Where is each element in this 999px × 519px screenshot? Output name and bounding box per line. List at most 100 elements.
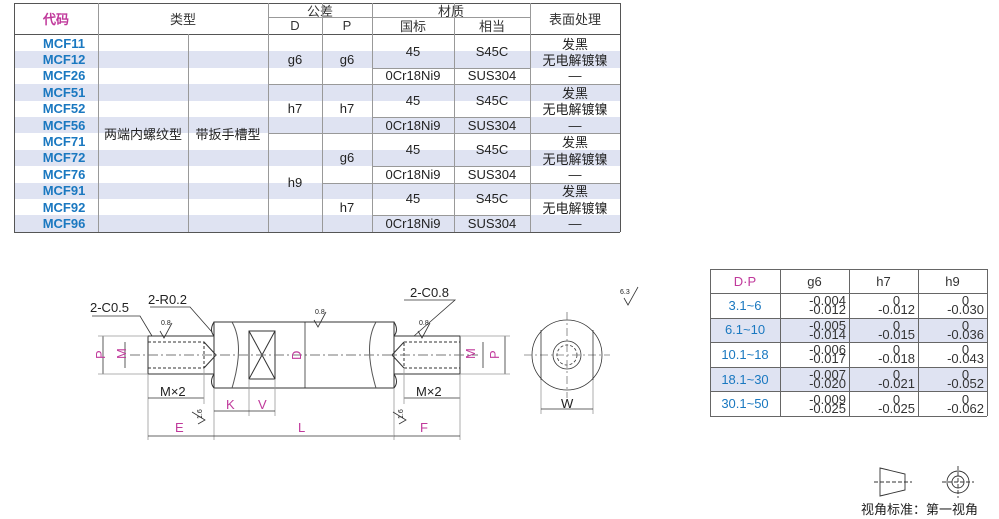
tolerance-upper: 0 — [961, 367, 970, 383]
header-tol-d: D — [290, 18, 300, 33]
material-eq-cell: S45C — [475, 191, 509, 207]
row-stripe — [14, 215, 620, 232]
surface-cell: 无电解镀镍 — [542, 102, 608, 118]
surface-cell: — — [568, 117, 582, 133]
table-rule — [620, 3, 621, 232]
code-cell: MCF11 — [43, 35, 85, 51]
roughness-label: 0.8 — [161, 320, 171, 327]
code-cell: MCF92 — [42, 199, 86, 215]
chamfer-right-label: 2-C0.8 — [410, 285, 449, 300]
tolerance-lower: -0.014 — [809, 326, 846, 342]
dp-range-cell: 10.1~18 — [721, 346, 769, 362]
header-material-eq: 相当 — [478, 19, 505, 34]
tolerance-lower: -0.025 — [878, 400, 915, 416]
tolerance-upper: -0.009 — [809, 391, 846, 407]
table-rule — [710, 416, 987, 417]
roughness-label: 6.3 — [620, 289, 630, 296]
tolerance-lower: -0.025 — [809, 400, 846, 416]
dim-p-right: P — [487, 350, 502, 359]
tolerance-lower: -0.017 — [809, 351, 846, 367]
table-rule — [780, 269, 781, 416]
tolerance-lower: -0.012 — [878, 302, 915, 318]
table-rule — [372, 166, 530, 168]
material-eq-cell: S45C — [475, 142, 509, 158]
dim-f: F — [420, 420, 428, 435]
tolerance-upper: 0 — [892, 367, 901, 383]
dim-w: W — [561, 396, 574, 411]
dp-range-cell: 30.1~50 — [721, 396, 769, 412]
table-rule — [530, 3, 531, 232]
view-standard-note: 视角标准：第一视角 — [861, 502, 979, 517]
dp-tolerance-cell: 0-0.043 — [918, 342, 987, 367]
surface-cell: — — [568, 68, 582, 84]
dim-l: L — [298, 420, 305, 435]
table-rule — [322, 182, 620, 184]
type-cell: 带扳手槽型 — [195, 126, 261, 142]
tol-d-cell: h7 — [287, 101, 303, 117]
tol-p-cell: h7 — [339, 101, 355, 117]
type-cell: 两端内螺纹型 — [103, 126, 182, 142]
dp-tolerance-cell: 0-0.021 — [849, 367, 918, 392]
table-rule — [14, 3, 15, 232]
table-rule — [322, 3, 323, 232]
table-rule — [710, 342, 987, 344]
dp-tolerance-cell: 0-0.052 — [918, 367, 987, 392]
dp-range-cell: 6.1~10 — [724, 322, 766, 338]
table-rule — [710, 269, 987, 270]
tolerance-upper: 0 — [961, 293, 970, 309]
dp-tolerance-cell: 0-0.012 — [849, 293, 918, 318]
code-cell: MCF71 — [42, 134, 86, 150]
surface-cell: — — [568, 216, 582, 232]
projection-symbol-icon — [874, 466, 974, 498]
dim-d: D — [289, 351, 304, 360]
material-gb-cell: 0Cr18Ni9 — [385, 166, 441, 182]
dim-e: E — [175, 420, 184, 435]
tol-p-cell: g6 — [339, 52, 355, 68]
tolerance-lower: -0.043 — [947, 351, 984, 367]
dp-column-header: g6 — [807, 273, 822, 289]
dim-k: K — [226, 397, 235, 412]
code-cell: MCF56 — [42, 117, 86, 133]
table-rule — [372, 17, 530, 18]
code-cell: MCF96 — [42, 216, 86, 232]
dp-tolerance-cell: 0-0.036 — [918, 318, 987, 343]
tolerance-lower: -0.062 — [947, 400, 984, 416]
table-rule — [268, 3, 269, 232]
dp-tolerance-cell: -0.005-0.014 — [780, 318, 849, 343]
header-surface: 表面处理 — [548, 12, 601, 27]
material-eq-cell: SUS304 — [467, 68, 517, 84]
surface-cell: — — [568, 166, 582, 182]
roughness-label: 0.8 — [315, 309, 325, 316]
material-gb-cell: 45 — [405, 142, 421, 158]
surface-cell: 发黑 — [561, 184, 588, 200]
code-cell: MCF91 — [42, 183, 86, 199]
tolerance-upper: -0.006 — [809, 342, 846, 358]
tolerance-upper: 0 — [892, 293, 901, 309]
dp-tolerance-cell: -0.006-0.017 — [780, 342, 849, 367]
material-eq-cell: S45C — [475, 43, 509, 59]
header-code: 代码 — [42, 12, 69, 27]
tol-d-cell: h9 — [287, 175, 303, 191]
table-rule — [98, 3, 99, 232]
tolerance-lower: -0.015 — [878, 326, 915, 342]
dp-tolerance-cell: 0-0.018 — [849, 342, 918, 367]
table-rule — [188, 34, 189, 232]
dp-tolerance-cell: 0-0.015 — [849, 318, 918, 343]
table-rule — [268, 84, 322, 86]
surface-cell: 无电解镀镍 — [542, 151, 608, 167]
material-eq-cell: SUS304 — [467, 216, 517, 232]
dp-tolerance-cell: 0-0.025 — [849, 391, 918, 416]
row-stripe — [14, 117, 620, 134]
header-type: 类型 — [169, 12, 196, 27]
material-eq-cell: S45C — [475, 93, 509, 109]
material-gb-cell: 0Cr18Ni9 — [385, 117, 441, 133]
tolerance-upper: 0 — [892, 317, 901, 333]
table-rule — [322, 84, 620, 86]
row-stripe — [710, 366, 987, 392]
material-gb-cell: 0Cr18Ni9 — [385, 216, 441, 232]
surface-cell: 发黑 — [561, 85, 588, 101]
tolerance-upper: 0 — [961, 342, 970, 358]
header-material: 材质 — [437, 3, 464, 19]
code-cell: MCF72 — [42, 150, 86, 166]
